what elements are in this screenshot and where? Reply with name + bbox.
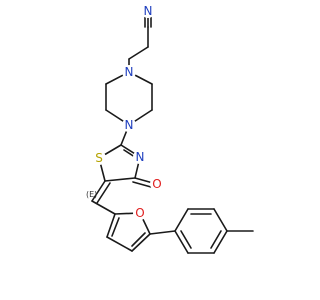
atom-piperazine-n-bottom: N — [122, 118, 136, 132]
structure-svg: N N N N S O O — [86, 4, 254, 254]
bond-furan-phenyl — [149, 230, 176, 235]
bond-ring-6 — [174, 230, 189, 254]
atom-label: N — [144, 4, 153, 18]
bond-exo-double-a — [91, 180, 106, 202]
atom-label: N — [125, 65, 134, 79]
bond-ring-3 — [213, 208, 228, 232]
bond-ring-6-inner — [180, 230, 192, 249]
atom-thiazole-n: N — [133, 150, 147, 164]
bond-c4-c5 — [104, 177, 136, 182]
atom-label: S — [95, 151, 103, 165]
atom-labels: N N N N S O O — [86, 4, 164, 220]
bond-ch2-ch2 — [128, 46, 149, 60]
atom-label: O — [152, 177, 161, 191]
bond-carbonyl-b — [132, 181, 152, 188]
bond-exo-double-b — [96, 182, 111, 204]
bond-furan-3 — [131, 233, 151, 252]
bond-ch-furan — [91, 200, 116, 215]
bond-furan-1 — [106, 213, 116, 238]
bond-ring-4-inner — [210, 230, 222, 249]
bond-carbonyl-a — [134, 177, 154, 184]
atom-label: N — [136, 150, 145, 164]
atom-piperazine-n-top: N — [122, 65, 136, 79]
atom-thiazole-s: S — [92, 151, 106, 165]
atom-label: N — [125, 118, 134, 132]
bond-furan-1-inner — [111, 217, 120, 237]
atom-label: O — [135, 206, 144, 220]
bond-furan-2 — [106, 236, 133, 252]
bonds — [91, 14, 254, 254]
bond-ring-4 — [213, 230, 228, 254]
atom-furan-o: O — [133, 206, 147, 220]
atom-nitrile-n: N — [141, 4, 155, 18]
atom-carbonyl-o: O — [150, 177, 164, 191]
bond-ring-1 — [174, 208, 189, 232]
stereo-label: (E) — [86, 190, 97, 199]
molecule-diagram: N N N N S O O — [86, 4, 254, 254]
bond-furan-3-inner — [131, 232, 146, 247]
